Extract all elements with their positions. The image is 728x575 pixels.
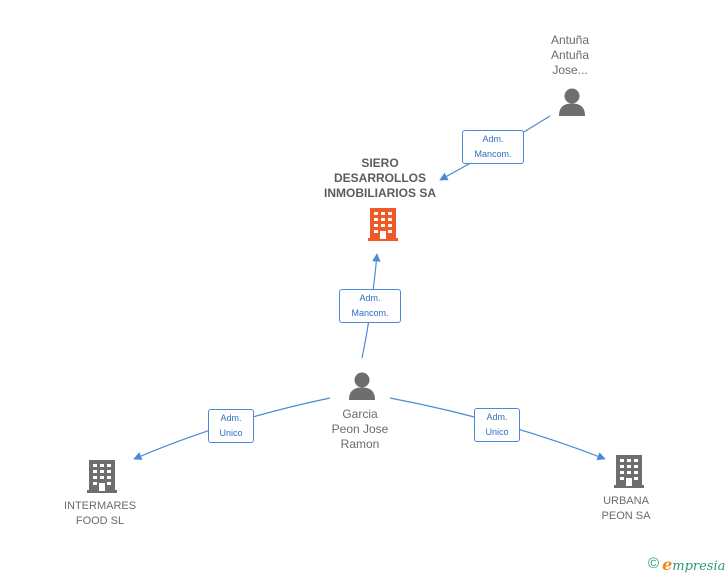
edge-label-line: Mancom.	[474, 149, 512, 159]
node-label-antuna[interactable]: Antuña Antuña Jose...	[530, 33, 610, 78]
node-label-line: URBANA	[603, 495, 649, 507]
brand-logo-rest: mpresia	[672, 558, 726, 574]
brand-logo: empresia	[662, 555, 725, 574]
node-label-line: FOOD SL	[75, 515, 125, 527]
node-label-line: DESARROLLOS	[333, 171, 426, 185]
node-label-line: Ramon	[340, 437, 380, 451]
building-icon[interactable]	[368, 208, 398, 241]
edge-label-line: Adm.	[359, 293, 381, 303]
node-label-line: INTERMARES	[63, 500, 137, 512]
node-label-line: Garcia	[342, 407, 378, 421]
node-label-line: INMOBILIARIOS SA	[323, 186, 436, 200]
node-label-urbana[interactable]: URBANA PEON SA	[586, 494, 666, 524]
node-label-garcia[interactable]: Garcia Peon Jose Ramon	[320, 407, 400, 452]
edge-label-line: Adm.	[220, 413, 242, 423]
node-label-line: Antuña	[550, 33, 590, 47]
node-label-line: Antuña	[550, 48, 590, 62]
edge-label-garcia-siero[interactable]: Adm. Mancom.	[339, 289, 401, 323]
node-label-line: Jose...	[552, 63, 588, 77]
node-label-line: Peon Jose	[331, 422, 389, 436]
node-label-siero[interactable]: SIERO DESARROLLOS INMOBILIARIOS SA	[310, 156, 450, 201]
copyright-icon: ©	[648, 555, 660, 572]
edge-label-line: Unico	[219, 428, 243, 438]
building-icon[interactable]	[614, 455, 644, 488]
person-icon[interactable]	[559, 88, 585, 117]
edge-label-garcia-intermares[interactable]: Adm. Unico	[208, 409, 254, 443]
brand-watermark: © empresia	[648, 554, 725, 574]
node-label-line: SIERO	[361, 156, 399, 170]
building-icon[interactable]	[87, 460, 117, 493]
person-icon[interactable]	[349, 372, 375, 401]
edge-label-antuna-siero[interactable]: Adm. Mancom.	[462, 130, 524, 164]
edge-label-line: Mancom.	[351, 308, 389, 318]
brand-logo-first-letter: e	[662, 554, 673, 574]
edge-label-line: Unico	[485, 427, 509, 437]
edge-label-line: Adm.	[482, 134, 504, 144]
node-label-intermares[interactable]: INTERMARES FOOD SL	[55, 499, 145, 529]
node-label-line: PEON SA	[601, 510, 651, 522]
edge-label-garcia-urbana[interactable]: Adm. Unico	[474, 408, 520, 442]
edge-label-line: Adm.	[486, 412, 508, 422]
